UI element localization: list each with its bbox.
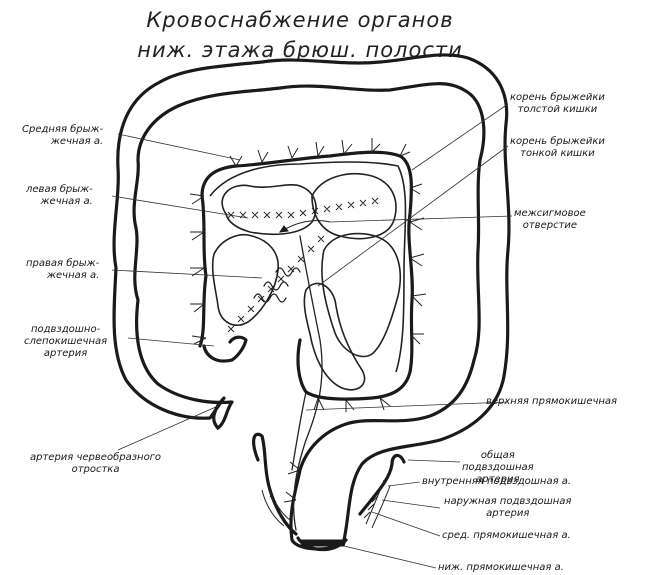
label-superior-rectal-artery: верхняя прямокишечная [486,396,618,407]
intersigmoid-fold [253,267,301,303]
colon-mesentery-root-marks [227,197,379,219]
external-iliac-artery [261,485,291,527]
vasa-recta [189,138,427,503]
right-colic-arcade [211,234,279,326]
colon-inner-outline [198,150,414,401]
cecum-outline [202,335,248,363]
colon-outer-outline [112,53,511,551]
label-inferior-rectal-artery: ниж. прямокишечная а. [438,562,564,573]
label-left-colic-artery: левая брыж-жечная а. [26,184,93,207]
common-iliac-artery-left [358,453,406,516]
inferior-mesenteric-trunk [292,235,323,531]
diagram-title-line-1: Кровоснабжение органов [146,8,454,32]
left-colic-arcade-lower [321,232,402,358]
common-iliac-artery-right [252,432,298,536]
intersigmoid-arrowhead [278,225,289,233]
middle-rectal-twigs [269,495,379,519]
marginal-artery [209,161,407,373]
label-internal-iliac-artery: внутренняя подвздошная а. [422,476,572,487]
appendix-outline [213,403,221,431]
small-intestine-mesentery-root-marks [227,235,325,333]
superior-rectal-branch [291,391,307,471]
label-right-colic-artery: правая брыж-жечная а. [26,258,100,281]
middle-colic-arcade [221,184,317,236]
label-middle-rectal-artery: сред. прямокишечная а. [442,530,571,541]
internal-iliac-artery [365,479,391,529]
sigmoid-arcade [303,282,366,391]
inferior-rectal-band [299,539,347,547]
label-leader-lines [111,103,513,569]
label-middle-colic-artery: Средняя брыж-жечная а. [22,124,104,147]
